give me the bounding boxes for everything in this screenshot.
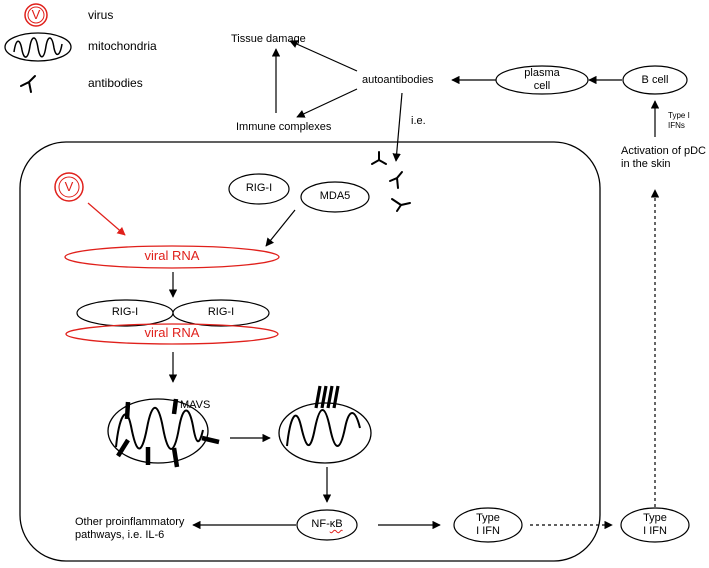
plasma-cell-shape [495, 65, 589, 95]
type-i-ifn-inner-shape [453, 507, 523, 543]
virus-to-rna-arrow [87, 202, 126, 236]
virus-symbol: V [64, 179, 74, 194]
rig-i-right-label: RIG-I [207, 306, 235, 318]
type-i-ifn-outer-line2: I IFN [643, 525, 667, 537]
viral-rna-top-label: viral RNA [144, 248, 200, 263]
type-i-ifns-line2: IFNs [668, 121, 685, 130]
rig-i-top-label: RIG-I [245, 182, 273, 194]
rig-i-top-shape [228, 173, 290, 205]
nfkb-label: NF-κB [297, 518, 357, 531]
legend-mitochondria-label: mitochondria [88, 39, 157, 53]
other-line2: pathways, i.e. IL-6 [75, 529, 165, 541]
legend-virus-symbol: V [31, 7, 41, 22]
mda5-to-rna-arrow [265, 209, 296, 247]
type-i-ifns-line1: Type I [668, 111, 690, 120]
type-i-ifn-inner-line1: Type [476, 512, 500, 524]
b-cell-label: B cell [641, 74, 669, 86]
tissue-damage-label: Tissue damage [231, 33, 306, 45]
legend-mitochondria-icon [4, 32, 72, 62]
plasma-cell-line1: plasma [524, 67, 560, 79]
type-i-ifn-outer-shape [620, 507, 690, 543]
other-pathways-label: Other proinflammatory pathways, i.e. IL-… [75, 516, 184, 542]
mda5-label: MDA5 [319, 190, 351, 202]
type-i-ifn-inner-label: Type I IFN [458, 512, 518, 538]
rig-i-left-label: RIG-I [111, 306, 139, 318]
activation-line2: in the skin [621, 158, 671, 170]
ie-label: i.e. [411, 115, 426, 127]
rig-i-right-shape [172, 299, 270, 327]
type-i-ifn-outer-label: Type I IFN [625, 512, 685, 538]
legend-antibodies-label: antibodies [88, 76, 143, 90]
legend-virus-icon [24, 3, 48, 27]
plasma-cell-label: plasma cell [512, 67, 572, 93]
legend-virus-label: virus [88, 8, 114, 22]
type-i-ifn-inner-line2: I IFN [476, 525, 500, 537]
type-i-ifn-outer-line1: Type [643, 512, 667, 524]
viral-rna-top-shape [64, 245, 280, 269]
viral-rna-bottom-label: viral RNA [144, 325, 200, 340]
activation-pdc-label: Activation of pDC in the skin [621, 145, 706, 171]
mitochondrion-mavs [107, 398, 220, 468]
b-cell-shape [622, 65, 688, 95]
mavs-label: MAVS [180, 399, 211, 411]
type-i-ifns-label: Type I IFNs [668, 111, 690, 131]
virus-icon [54, 172, 84, 202]
autoantibodies-label: autoantibodies [362, 74, 434, 86]
plasma-cell-line2: cell [533, 80, 551, 92]
mitochondrion-aggregated [278, 385, 372, 464]
legend-antibody-icon [20, 75, 36, 93]
activation-line1: Activation of pDC [621, 145, 706, 157]
nfkb-shape [296, 509, 358, 541]
other-line1: Other proinflammatory [75, 516, 185, 528]
viral-rna-bottom-shape [65, 323, 279, 345]
nfkb-prefix: NF- [311, 518, 330, 530]
autoimmune-arrows [271, 40, 660, 162]
nfkb-suffix: κB [329, 518, 343, 530]
immune-complexes-label: Immune complexes [236, 121, 332, 133]
antibody-icons [371, 151, 411, 212]
cell-boundary [19, 141, 601, 562]
mda5-shape [300, 181, 370, 213]
